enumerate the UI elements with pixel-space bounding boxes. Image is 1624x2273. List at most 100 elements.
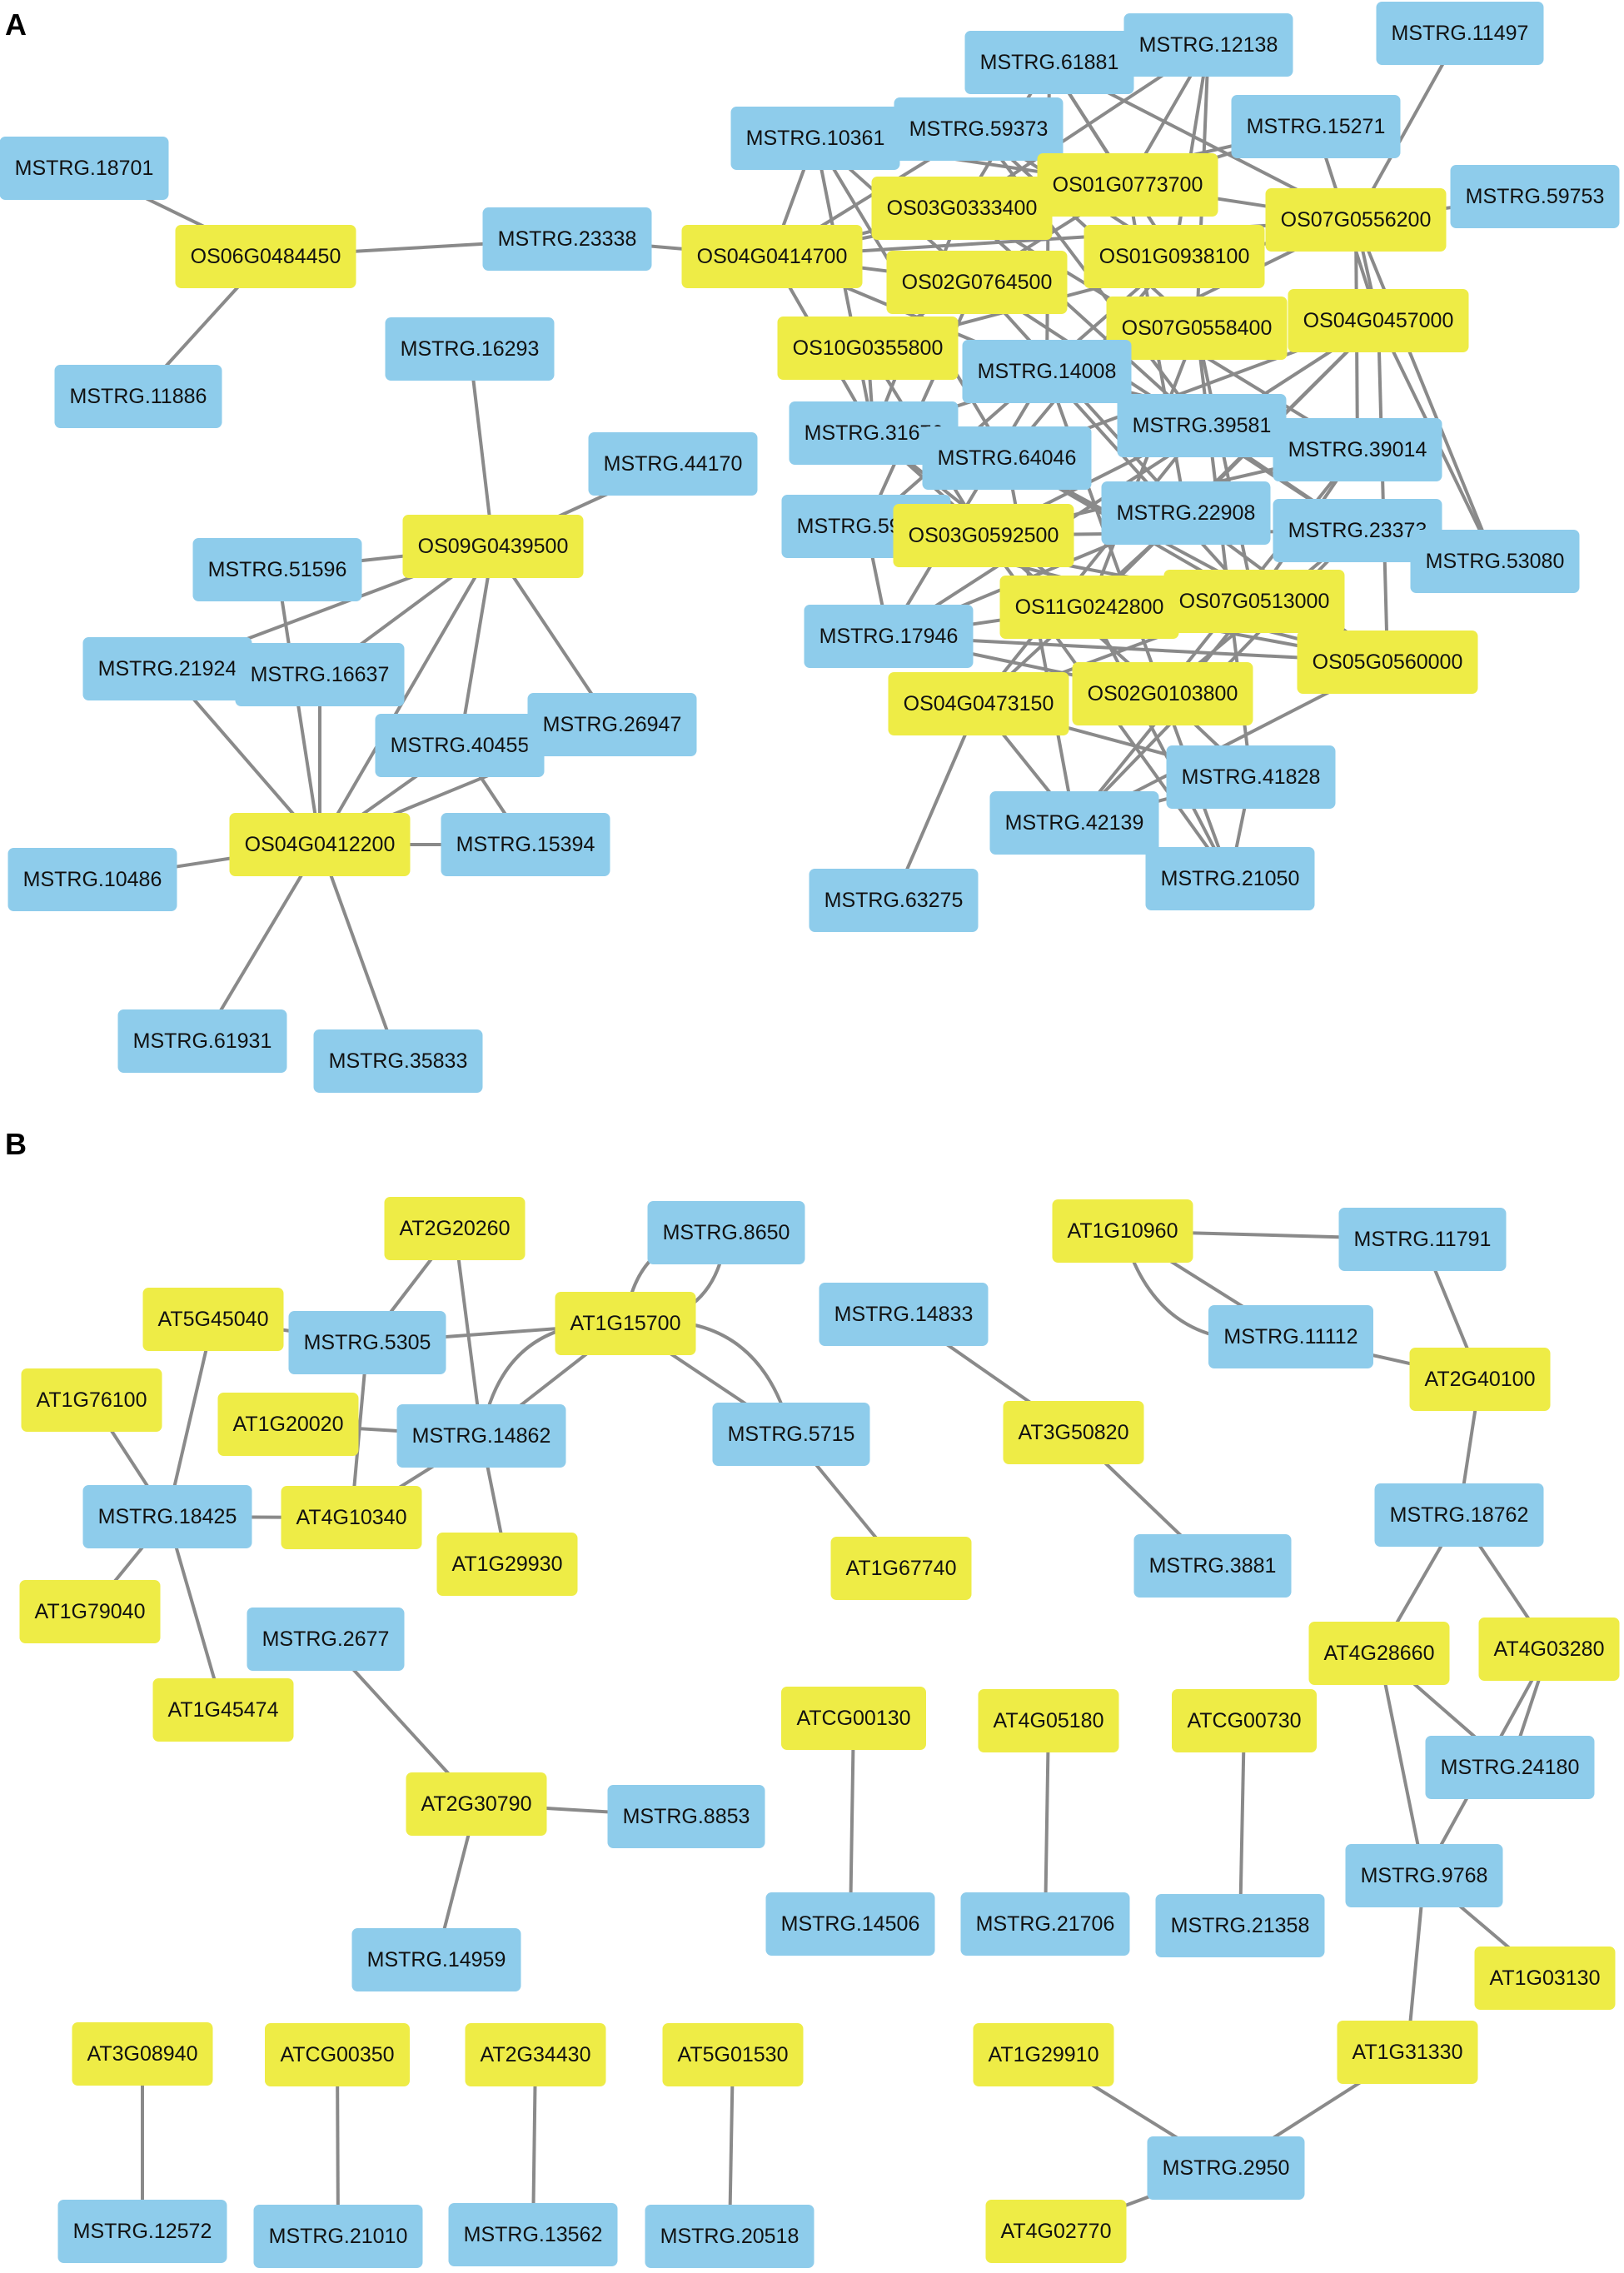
node-MSTRG.11112: MSTRG.11112	[1208, 1305, 1373, 1368]
node-box	[1297, 631, 1478, 694]
node-box	[647, 1201, 805, 1264]
node-box	[0, 137, 169, 200]
node-box	[402, 515, 584, 578]
node-box	[1163, 570, 1345, 633]
node-box	[1478, 1618, 1620, 1681]
node-MSTRG.21924: MSTRG.21924	[82, 637, 252, 700]
node-label: ATCG00130	[796, 1707, 910, 1730]
node-MSTRG.14959: MSTRG.14959	[351, 1928, 521, 1991]
node-box	[1123, 13, 1293, 77]
node-box	[1345, 1844, 1503, 1907]
edge-MSTRG.12138-OS01G0938100	[1173, 44, 1210, 257]
node-label: AT1G79040	[35, 1600, 146, 1623]
node-label: MSTRG.64046	[938, 446, 1077, 470]
node-box	[281, 1486, 422, 1549]
node-label: MSTRG.35833	[329, 1049, 468, 1073]
node-label: MSTRG.59373	[909, 117, 1049, 141]
node-box	[235, 643, 405, 706]
node-label: AT2G20260	[400, 1217, 511, 1240]
edge-MSTRG.51596-OS04G0412200	[276, 569, 321, 845]
node-box	[1208, 1305, 1373, 1368]
node-OS01G0938100: OS01G0938100	[1083, 225, 1265, 288]
node-box	[645, 2205, 814, 2268]
node-MSTRG.5715: MSTRG.5715	[712, 1403, 870, 1466]
node-AT4G10340: AT4G10340	[281, 1486, 422, 1549]
node-box	[804, 605, 974, 668]
node-box	[229, 813, 411, 876]
node-OS04G0457000: OS04G0457000	[1288, 289, 1469, 352]
node-label: AT4G05180	[994, 1709, 1104, 1732]
node-label: OS04G0457000	[1303, 309, 1454, 332]
edge-MSTRG.16293-OS09G0439500	[468, 348, 495, 547]
node-box	[1052, 1199, 1193, 1263]
node-box	[888, 672, 1069, 735]
node-label: MSTRG.17946	[819, 625, 959, 648]
node-box	[922, 426, 1092, 490]
node-label: MSTRG.18425	[98, 1505, 237, 1528]
node-OS06G0484450: OS06G0484450	[175, 225, 356, 288]
node-MSTRG.18762: MSTRG.18762	[1374, 1483, 1544, 1547]
node-box	[1338, 1208, 1507, 1271]
node-MSTRG.14862: MSTRG.14862	[396, 1404, 566, 1468]
node-MSTRG.14008: MSTRG.14008	[962, 340, 1132, 403]
node-label: MSTRG.18762	[1390, 1503, 1529, 1527]
edge-OS09G0439500-MSTRG.40455	[458, 546, 495, 746]
node-label: MSTRG.61931	[133, 1029, 272, 1053]
node-box	[973, 2023, 1114, 2086]
node-box	[19, 1580, 161, 1643]
node-box	[1273, 418, 1442, 481]
node-MSTRG.3881: MSTRG.3881	[1133, 1534, 1292, 1598]
node-MSTRG.35833: MSTRG.35833	[313, 1029, 483, 1093]
node-MSTRG.44170: MSTRG.44170	[588, 432, 758, 496]
node-label: MSTRG.11497	[1392, 22, 1529, 45]
node-box	[1083, 225, 1265, 288]
node-AT4G03280: AT4G03280	[1478, 1618, 1620, 1681]
node-label: AT3G08940	[87, 2042, 198, 2066]
node-MSTRG.51596: MSTRG.51596	[192, 538, 362, 601]
node-box	[54, 365, 222, 428]
node-OS10G0355800: OS10G0355800	[777, 317, 959, 380]
node-label: MSTRG.15394	[456, 833, 595, 856]
node-box	[152, 1678, 294, 1742]
node-box	[781, 1687, 926, 1750]
node-box	[1450, 165, 1620, 228]
node-label: MSTRG.2677	[262, 1627, 390, 1651]
node-label: AT5G01530	[678, 2043, 789, 2066]
node-label: ATCG00350	[280, 2043, 394, 2066]
node-label: MSTRG.9768	[1361, 1864, 1488, 1887]
node-label: MSTRG.10361	[746, 127, 885, 150]
node-box	[1172, 1689, 1317, 1752]
node-AT1G20020: AT1G20020	[217, 1393, 359, 1456]
node-box	[1231, 95, 1401, 158]
node-label: MSTRG.39014	[1288, 438, 1427, 461]
node-box	[1133, 1534, 1292, 1598]
node-box	[1145, 847, 1315, 910]
node-label: OS09G0439500	[418, 535, 569, 558]
edge-OS03G0333400-MSTRG.39581	[960, 207, 1203, 427]
node-box	[1374, 1483, 1544, 1547]
node-box	[1037, 153, 1218, 217]
node-label: MSTRG.12572	[73, 2220, 212, 2243]
node-box	[82, 1485, 252, 1548]
edge-OS04G0412200-MSTRG.35833	[318, 844, 400, 1062]
node-AT1G79040: AT1G79040	[19, 1580, 161, 1643]
node-ATCG00350: ATCG00350	[265, 2023, 410, 2086]
node-box	[712, 1403, 870, 1466]
node-box	[441, 813, 610, 876]
node-AT3G50820: AT3G50820	[1003, 1401, 1144, 1464]
node-MSTRG.40455: MSTRG.40455	[375, 714, 545, 777]
node-AT1G67740: AT1G67740	[830, 1537, 972, 1600]
node-box	[789, 401, 959, 465]
node-MSTRG.23338: MSTRG.23338	[482, 207, 652, 271]
node-box	[777, 317, 959, 380]
node-MSTRG.41828: MSTRG.41828	[1166, 745, 1336, 809]
node-AT1G10960: AT1G10960	[1052, 1199, 1193, 1263]
node-label: MSTRG.63275	[824, 889, 964, 912]
node-box	[681, 225, 863, 288]
node-box	[978, 1689, 1119, 1752]
node-label: OS01G0773700	[1053, 173, 1203, 197]
node-box	[117, 1009, 287, 1073]
node-label: MSTRG.16637	[251, 663, 390, 686]
edge-OS07G0558400-OS11G0242800	[1088, 327, 1198, 608]
